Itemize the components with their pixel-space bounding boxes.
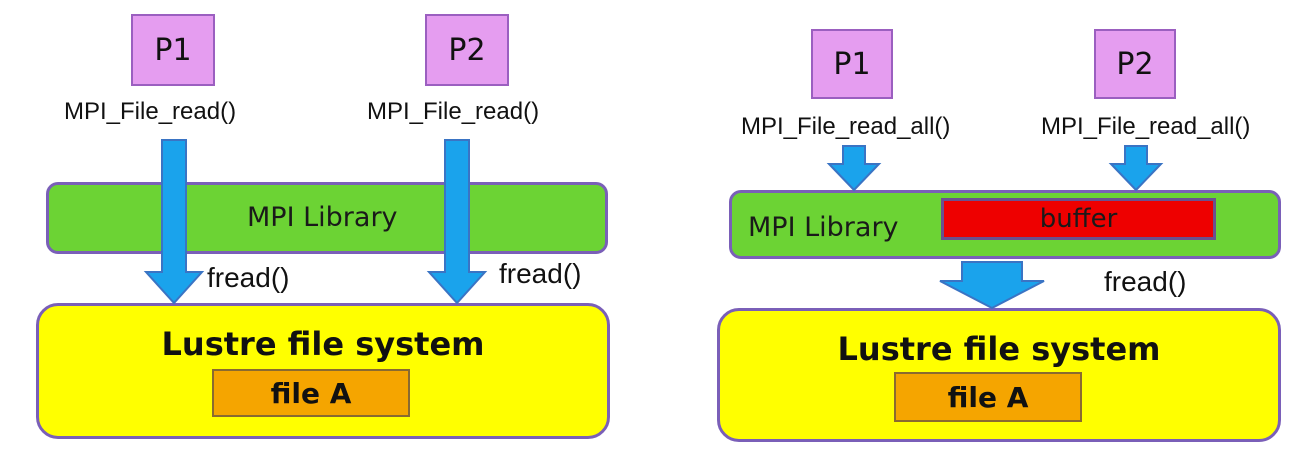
right-arrow-p1: [826, 145, 882, 192]
left-file-a-label: file A: [270, 376, 352, 410]
right-fread-label: fread(): [1104, 266, 1187, 297]
left-fread-label-2: fread(): [499, 258, 582, 289]
right-buffer-label: buffer: [1039, 204, 1118, 234]
left-process-p1-label: P1: [154, 32, 192, 68]
right-file-a: file A: [894, 372, 1082, 422]
left-file-a: file A: [212, 369, 410, 417]
left-process-p1-box: P1: [131, 14, 215, 86]
left-fread-label-1: fread(): [207, 262, 290, 293]
right-arrow-fread: [939, 261, 1045, 310]
right-mpi-library-label: MPI Library: [748, 212, 899, 243]
right-call-p1: MPI_File_read_all(): [741, 113, 951, 140]
right-process-p1-box: P1: [811, 29, 893, 99]
left-mpi-library-label: MPI Library: [247, 202, 398, 233]
right-call-p2: MPI_File_read_all(): [1041, 113, 1251, 140]
left-arrow-p2: [426, 139, 488, 305]
right-buffer: buffer: [941, 198, 1216, 240]
right-process-p1-label: P1: [833, 46, 871, 82]
right-lustre-file-system-label: Lustre file system: [837, 330, 1161, 368]
right-arrow-p2: [1108, 145, 1164, 192]
right-file-a-label: file A: [947, 380, 1029, 414]
right-process-p2-box: P2: [1094, 29, 1176, 99]
left-call-p1: MPI_File_read(): [64, 98, 237, 125]
right-process-p2-label: P2: [1116, 46, 1154, 82]
left-lustre-file-system-label: Lustre file system: [161, 325, 485, 363]
left-call-p2: MPI_File_read(): [367, 98, 540, 125]
left-process-p2-label: P2: [448, 32, 486, 68]
left-process-p2-box: P2: [425, 14, 509, 86]
left-mpi-library: [46, 182, 608, 254]
left-arrow-p1: [143, 139, 205, 305]
